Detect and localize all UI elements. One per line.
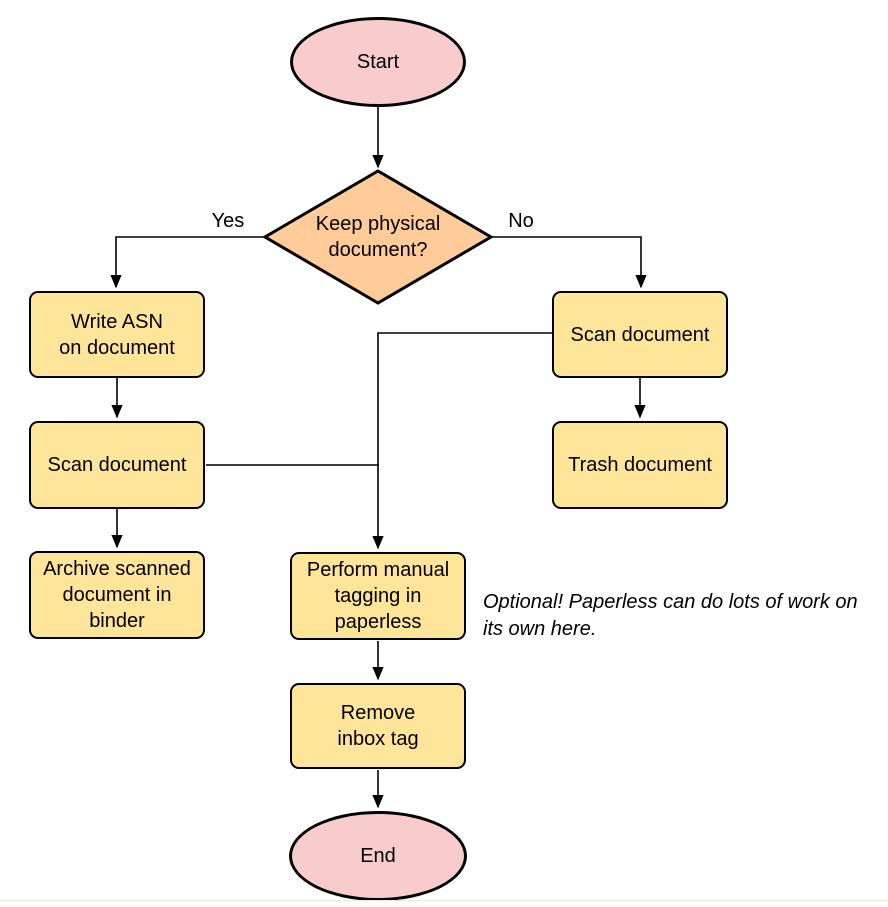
- decision-node-label: Keep physical document?: [315, 213, 441, 261]
- trash-document-node: Trash document: [552, 421, 728, 509]
- edge-label-yes: Yes: [211, 210, 245, 232]
- decision-diamond-shape: [262, 169, 494, 305]
- optional-annotation-text: Optional! Paperless can do lots of work …: [483, 591, 858, 640]
- scan-document-left-node: Scan document: [29, 421, 205, 509]
- archive-document-node: Archive scanned document in binder: [29, 551, 205, 639]
- edge-scan-right-to-tagging: [372, 332, 552, 550]
- write-asn-node: Write ASN on document: [29, 291, 205, 378]
- scan-document-right-node: Scan document: [552, 291, 728, 378]
- edge-decision-to-write-asn-yes: [110, 236, 265, 289]
- remove-inbox-tag-node: Remove inbox tag: [290, 683, 466, 769]
- edge-decision-to-scan-right-no: [491, 236, 647, 289]
- edge-label-no: No: [508, 210, 534, 232]
- manual-tagging-node: Perform manual tagging in paperless: [290, 552, 466, 640]
- page-bottom-edge: [0, 901, 888, 907]
- start-node: Start: [290, 17, 466, 107]
- end-node: End: [289, 811, 467, 901]
- page-bottom-divider: [0, 900, 888, 901]
